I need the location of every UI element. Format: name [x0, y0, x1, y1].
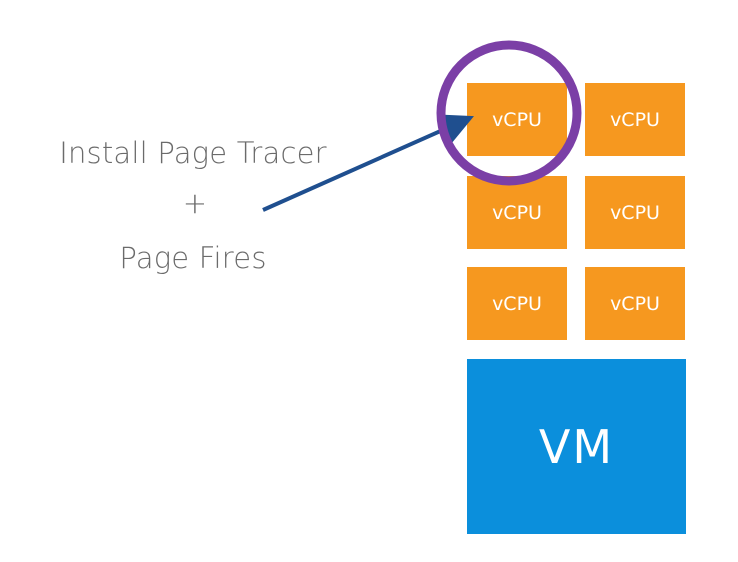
- vcpu-box-1: vCPU: [467, 83, 567, 156]
- vcpu-box-6: vCPU: [585, 267, 685, 340]
- vm-box: VM: [467, 359, 686, 534]
- vcpu-box-3: vCPU: [467, 176, 567, 249]
- caption-page-fires: Page Fires: [119, 241, 267, 275]
- vcpu-box-2: vCPU: [585, 83, 685, 156]
- caption-plus-sign: +: [182, 186, 208, 220]
- vcpu-box-4: vCPU: [585, 176, 685, 249]
- vcpu-box-5: vCPU: [467, 267, 567, 340]
- caption-install-page-tracer: Install Page Tracer: [59, 136, 327, 170]
